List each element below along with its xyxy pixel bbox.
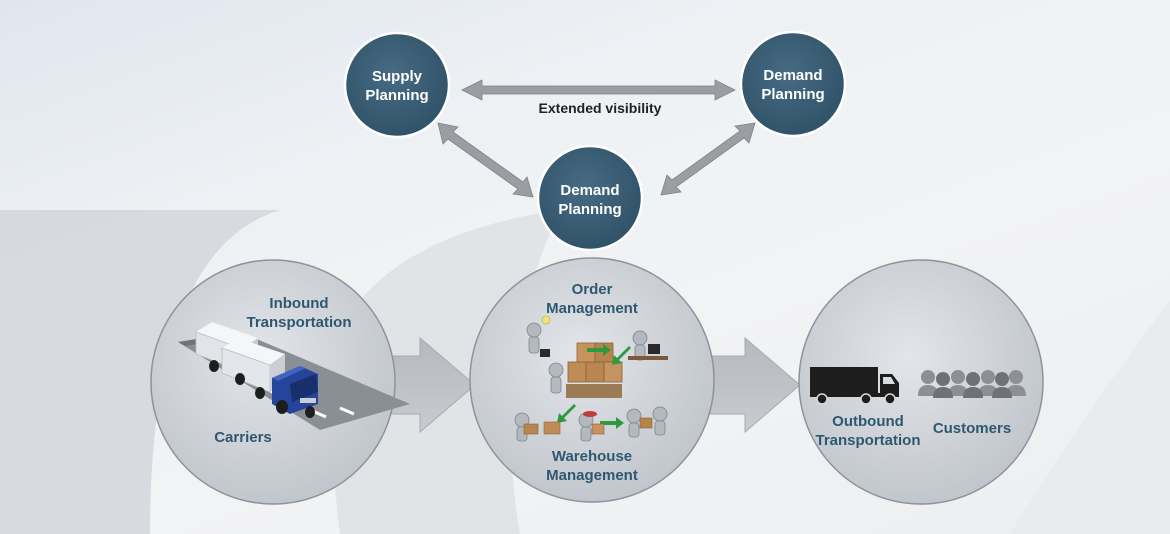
- supply-planning-circle: [343, 31, 451, 139]
- black-truck-icon: [810, 367, 899, 405]
- demand-planning-center-circle: [536, 144, 644, 252]
- truck-icon: [178, 322, 410, 430]
- outbound-transportation-label: Outbound Transportation: [815, 413, 921, 449]
- outbound-circle: [798, 259, 1044, 505]
- demand-planning-right-label: Demand Planning: [761, 67, 825, 103]
- customers-label: Customers: [932, 420, 1012, 437]
- demand-planning-right-circle: [739, 30, 847, 138]
- workers-boxes-icon: [514, 315, 668, 442]
- customers-icon: [918, 370, 1026, 398]
- carriers-label: Carriers: [214, 429, 272, 446]
- visibility-arrow-left: [437, 122, 534, 198]
- demand-planning-center-label: Demand Planning: [558, 182, 622, 218]
- extended-visibility-label: Extended visibility: [538, 100, 662, 116]
- visibility-arrow-right: [660, 122, 756, 196]
- warehouse-management-label: Warehouse Management: [546, 448, 638, 484]
- visibility-arrow-top: [461, 79, 736, 101]
- supply-planning-label: Supply Planning: [365, 68, 429, 104]
- flow-arrow-right: [704, 336, 801, 434]
- inbound-transportation-label: Inbound Transportation: [246, 295, 352, 331]
- order-management-label: Order Management: [546, 281, 638, 317]
